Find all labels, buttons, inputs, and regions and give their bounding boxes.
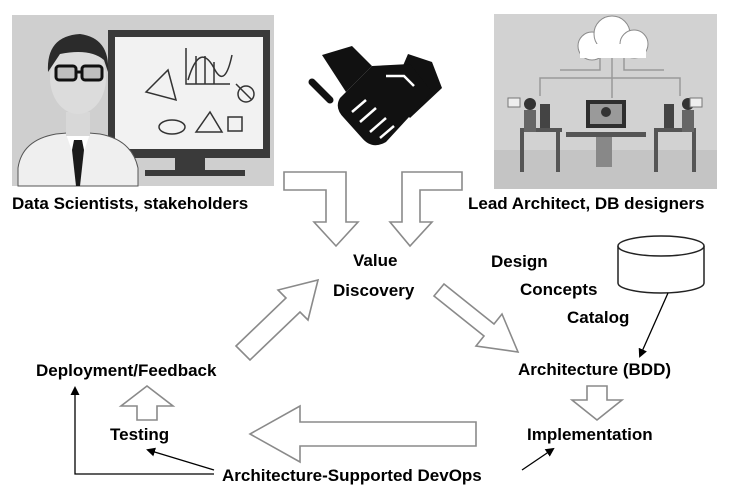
architects-at-workstations-cloud-illustration: [494, 14, 717, 189]
catalog-label-catalog: Catalog: [567, 308, 630, 327]
role-label-data-scientists: Data Scientists, stakeholders: [12, 194, 249, 213]
data-scientist-illustration: [12, 15, 274, 187]
handshake-icon: [308, 46, 442, 146]
deployment-feedback-label: Deployment/Feedback: [36, 361, 217, 380]
devops-to-implementation-arrow: [521, 447, 555, 471]
implementation-label: Implementation: [527, 425, 653, 444]
catalog-label-design: Design: [491, 252, 548, 271]
devops-to-deployment-arrow: [70, 386, 214, 475]
value-to-architecture-arrow: [432, 282, 520, 353]
testing-label: Testing: [110, 425, 170, 444]
devops-to-testing-arrow: [146, 447, 215, 471]
value-discovery-label-line1: Value: [353, 251, 398, 270]
right-role-to-value-arrow: [388, 171, 463, 248]
database-cylinder-icon: [617, 235, 705, 294]
catalog-label-concepts: Concepts: [520, 280, 598, 299]
value-discovery-label-line2: Discovery: [333, 281, 415, 300]
catalog-to-architecture-arrow: [638, 292, 669, 358]
testing-to-deployment-arrow: [118, 384, 176, 421]
devops-label: Architecture-Supported DevOps: [222, 466, 482, 485]
implementation-to-testing-arrow: [248, 404, 477, 464]
left-role-to-value-arrow: [283, 171, 360, 248]
role-label-lead-architect: Lead Architect, DB designers: [468, 194, 705, 213]
architecture-bdd-label: Architecture (BDD): [518, 360, 672, 379]
deployment-to-value-arrow: [234, 278, 320, 362]
architecture-to-implementation-arrow: [569, 385, 625, 422]
